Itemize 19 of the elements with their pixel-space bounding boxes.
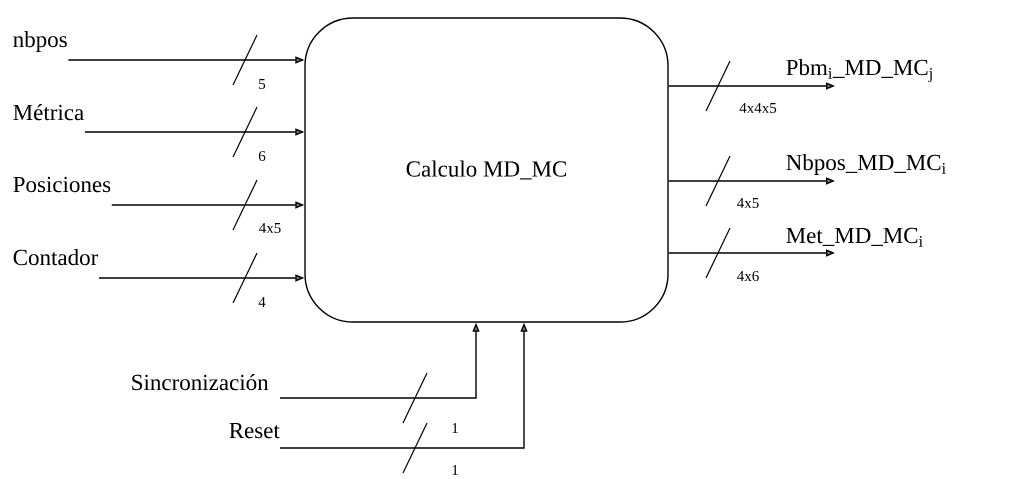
bus-width: 4x4x5	[739, 103, 777, 113]
signal-name: Sincronización	[132, 374, 269, 391]
bus-width: 1	[452, 465, 458, 475]
signal-name: Métrica	[13, 104, 84, 121]
signal-name: Contador	[13, 249, 99, 266]
bus-width: 4x5	[259, 223, 281, 233]
process-box: Calculo MD_MC	[304, 17, 669, 323]
bus-width: 5	[259, 79, 266, 89]
signal-name: Reset	[229, 422, 280, 439]
bus-width: 6	[258, 150, 266, 162]
signal-name: Pbm$_{i}$_MD_MC$_{j}$	[786, 59, 932, 83]
signal-name: Nbpos_MD_MC$_{i}$	[786, 154, 946, 175]
signal-name: nbpos	[13, 31, 67, 52]
bus-width: 4x6	[737, 270, 759, 282]
signal-name: Posiciones	[13, 176, 111, 193]
bus-width: 4	[258, 297, 266, 307]
bus-width: 1	[452, 423, 458, 433]
signal-name: Met_MD_MC$_{i}$	[786, 227, 923, 247]
bus-width: 4x5	[737, 198, 759, 208]
